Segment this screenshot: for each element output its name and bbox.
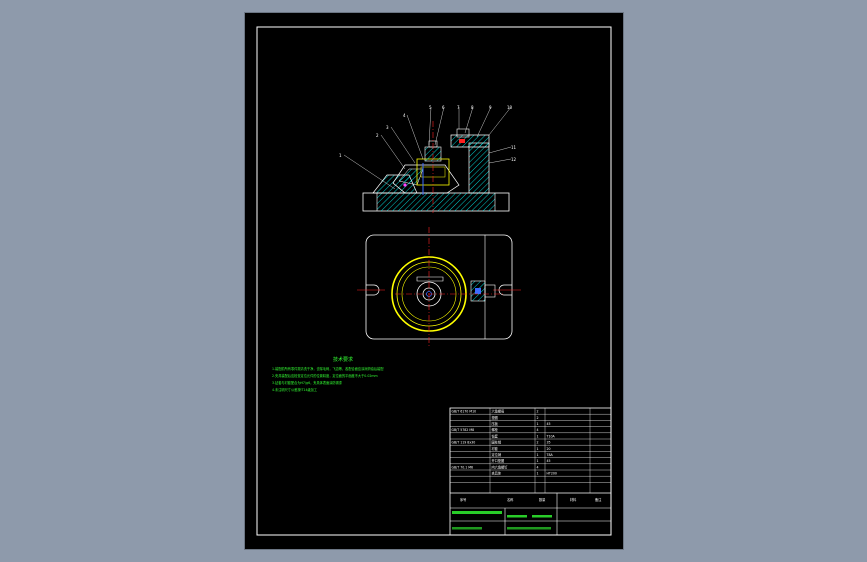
parts-list-cell: GB/T 6170 M10 — [452, 410, 477, 414]
parts-list-cell: T8A — [546, 453, 554, 457]
parts-list-cell: 2 — [537, 441, 539, 445]
parts-list-cell: 夹具体 — [492, 471, 502, 476]
part-label-8: 8 — [471, 105, 474, 110]
parts-list-cell: 45 — [547, 459, 551, 463]
base-hatch — [377, 193, 495, 211]
parts-list-cell: 45 — [547, 422, 551, 426]
drawing-frame — [256, 26, 612, 536]
parts-list-cell: 4 — [537, 428, 539, 432]
part-label-7: 7 — [457, 105, 460, 110]
parts-list-cell: 1 — [537, 422, 539, 426]
parts-list-cell: 内六角螺钉 — [492, 464, 509, 469]
parts-list-cell: 1 — [537, 472, 539, 476]
part-label-2: 2 — [376, 133, 379, 138]
parts-list-cell: 35 — [547, 441, 551, 445]
clamp-fixture — [392, 164, 460, 194]
parts-list-cell: 圆柱销 — [492, 440, 502, 445]
tech-req-line: 2.夹具装配后应检查定位元件的位置精度，定位面的平面度不大于0.02mm — [272, 373, 378, 378]
parts-list-cell: 1 — [537, 453, 539, 457]
part-label-5: 5 — [429, 105, 432, 110]
parts-list-cell: GB/T 119 8x30 — [452, 441, 476, 445]
part-label-10: 10 — [507, 105, 513, 110]
parts-list-cell: 衬套 — [492, 446, 499, 451]
part-label-4: 4 — [403, 113, 406, 118]
front-section-view: 1 2 3 4 5 6 7 8 9 10 11 12 — [339, 105, 517, 213]
parts-list-header: 数量 — [539, 497, 546, 502]
technical-requirements: 技术要求 1.装配前所有零件需清洗干净，去除毛刺，飞边等，各配合面应涂润滑油后装… — [272, 356, 384, 392]
parts-list-header: 名称 — [507, 497, 514, 502]
parts-list-cell: 2 — [537, 416, 539, 420]
clamp-arm — [416, 276, 444, 282]
parts-list-cell: 定位销 — [492, 452, 502, 457]
parts-list-cell: T10A — [546, 434, 556, 438]
part-label-3: 3 — [386, 125, 389, 130]
part-label-6: 6 — [442, 105, 445, 110]
parts-list-cell: 2 — [537, 410, 539, 414]
parts-list-header: 序号 — [460, 497, 466, 502]
parts-list-cell: 1 — [537, 447, 539, 451]
right-column — [468, 142, 490, 194]
cad-drawing: 1 2 3 4 5 6 7 8 9 10 11 12 — [256, 26, 612, 536]
tech-req-title: 技术要求 — [333, 356, 353, 363]
parts-list-cell: GB/T 5782 M8 — [452, 428, 475, 432]
part-label-9: 9 — [489, 105, 492, 110]
parts-list-header: 备注 — [595, 497, 602, 502]
tech-req-line: 1.装配前所有零件需清洗干净，去除毛刺，飞边等，各配合面应涂润滑油后装配 — [272, 366, 384, 371]
parts-list-cell: 钻套 — [492, 433, 499, 438]
top-view-outline — [365, 234, 513, 340]
parts-list-cell: 六角螺母 — [492, 409, 505, 414]
part-label-1: 1 — [339, 153, 342, 158]
parts-list-cell: GB/T 70.1 M6 — [452, 465, 474, 469]
parts-list-cell: 螺栓 — [492, 427, 499, 432]
parts-list-cell: 压板 — [492, 421, 499, 426]
part-label-12: 12 — [511, 157, 517, 162]
parts-list-cell: 1 — [537, 434, 539, 438]
part-label-11: 11 — [511, 145, 517, 150]
parts-list-cell: 垫圈 — [492, 415, 498, 420]
parts-list-cell: 20 — [547, 447, 551, 451]
leader-lines — [343, 106, 512, 190]
parts-list-cell: 开口垫圈 — [492, 458, 505, 463]
tech-req-line: 3.钻套与衬套配合为H7/g6，夹具体表面涂防锈漆 — [272, 380, 343, 385]
parts-list-cell: 4 — [537, 465, 539, 469]
tech-req-line: 4.未注明尺寸公差按IT14级加工 — [272, 387, 318, 392]
drawing-sheet: 1 2 3 4 5 6 7 8 9 10 11 12 — [245, 13, 623, 549]
parts-list-cell: HT200 — [547, 472, 557, 476]
top-plate — [450, 134, 490, 148]
top-view — [357, 227, 521, 347]
parts-list-cell: 1 — [537, 459, 539, 463]
parts-list-header: 材料 — [570, 497, 577, 502]
